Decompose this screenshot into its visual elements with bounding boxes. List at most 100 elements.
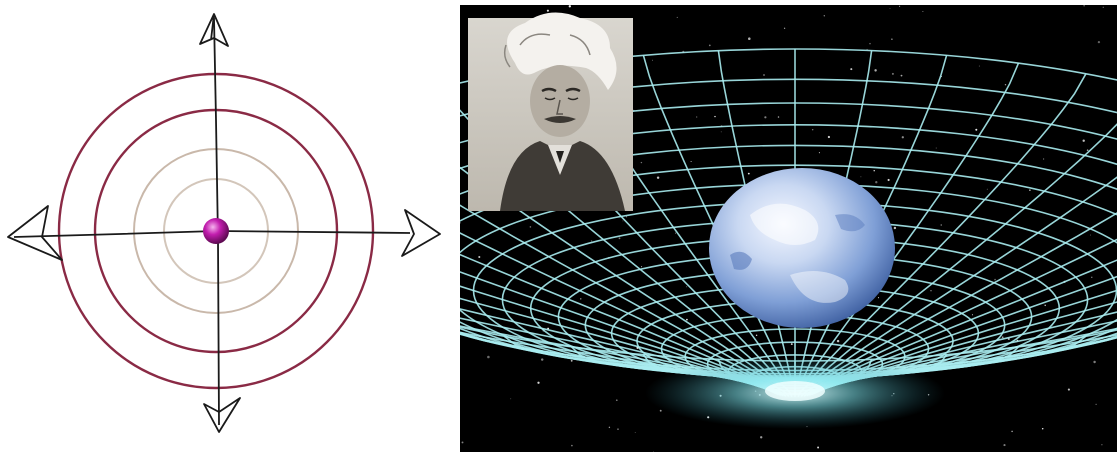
star bbox=[930, 290, 932, 292]
star bbox=[763, 74, 765, 76]
star bbox=[827, 135, 831, 139]
star bbox=[748, 37, 751, 40]
star bbox=[1101, 444, 1103, 446]
grid-spoke bbox=[460, 232, 776, 389]
star bbox=[478, 255, 481, 259]
arrow-left-icon bbox=[7, 205, 63, 261]
star bbox=[891, 72, 894, 75]
star bbox=[570, 359, 573, 362]
grid-spoke bbox=[460, 204, 778, 388]
star bbox=[1089, 234, 1091, 236]
star bbox=[656, 176, 660, 179]
star bbox=[696, 116, 698, 118]
star bbox=[783, 27, 786, 29]
star bbox=[899, 5, 901, 7]
star bbox=[615, 399, 618, 402]
star bbox=[1083, 5, 1085, 7]
grid-spoke bbox=[811, 176, 1117, 387]
grid-spoke bbox=[803, 62, 1020, 385]
star bbox=[875, 181, 878, 184]
star bbox=[1095, 403, 1097, 406]
star bbox=[1041, 427, 1044, 430]
star bbox=[986, 188, 988, 190]
star bbox=[877, 297, 880, 299]
star bbox=[708, 44, 711, 47]
star bbox=[634, 432, 636, 433]
star bbox=[608, 426, 611, 429]
star bbox=[760, 436, 763, 439]
star bbox=[874, 69, 877, 72]
star bbox=[1029, 189, 1031, 191]
grid-spoke bbox=[806, 73, 1087, 386]
star bbox=[935, 147, 937, 149]
star bbox=[1093, 360, 1096, 364]
star bbox=[460, 221, 461, 224]
star bbox=[887, 178, 890, 182]
arrow-down-icon bbox=[203, 397, 241, 433]
star bbox=[1042, 158, 1045, 160]
star bbox=[900, 74, 903, 77]
arrow-right-icon bbox=[401, 209, 441, 257]
star bbox=[891, 38, 893, 41]
star bbox=[869, 42, 871, 45]
star bbox=[971, 314, 974, 316]
star bbox=[1003, 444, 1006, 447]
star bbox=[922, 10, 924, 13]
spacetime-illustration bbox=[460, 5, 1117, 452]
grid-spoke bbox=[814, 238, 1117, 389]
star bbox=[1091, 276, 1093, 278]
star bbox=[568, 5, 571, 8]
star bbox=[626, 216, 628, 218]
horizontal-axis bbox=[13, 230, 411, 238]
star bbox=[674, 232, 676, 234]
ring-outer bbox=[57, 72, 375, 390]
star bbox=[873, 170, 875, 172]
star bbox=[686, 286, 688, 288]
star bbox=[790, 343, 793, 346]
star bbox=[940, 224, 942, 226]
star bbox=[690, 161, 692, 162]
field-diagram-panel bbox=[0, 0, 450, 452]
star bbox=[659, 409, 662, 412]
star bbox=[901, 136, 904, 139]
star bbox=[817, 446, 820, 449]
star bbox=[622, 220, 624, 222]
star bbox=[540, 358, 544, 361]
star bbox=[764, 116, 767, 119]
star bbox=[546, 9, 549, 12]
star bbox=[1067, 388, 1070, 391]
arrow-up-icon bbox=[199, 13, 229, 47]
star bbox=[823, 15, 825, 17]
star bbox=[1086, 149, 1089, 151]
star bbox=[811, 128, 814, 131]
grid-spoke bbox=[815, 259, 1117, 389]
star bbox=[978, 65, 980, 67]
star bbox=[590, 240, 593, 242]
star bbox=[975, 128, 978, 131]
star bbox=[1097, 40, 1101, 44]
star bbox=[580, 298, 582, 300]
star bbox=[755, 334, 758, 336]
star bbox=[1004, 83, 1007, 86]
earth-icon bbox=[709, 168, 895, 328]
grid-spoke bbox=[460, 253, 775, 389]
star bbox=[510, 398, 512, 400]
central-mass bbox=[203, 218, 229, 244]
grid-spoke bbox=[460, 166, 779, 387]
star bbox=[889, 8, 891, 9]
spacetime-panel bbox=[460, 5, 1117, 452]
star bbox=[651, 59, 654, 61]
star bbox=[747, 172, 750, 175]
star bbox=[686, 318, 688, 321]
star bbox=[850, 68, 853, 71]
gravity-well-core bbox=[765, 381, 825, 401]
star bbox=[860, 176, 862, 178]
star bbox=[537, 381, 540, 384]
star bbox=[618, 237, 621, 240]
star bbox=[1082, 139, 1085, 142]
star bbox=[676, 16, 678, 18]
star bbox=[893, 226, 897, 230]
star bbox=[461, 441, 464, 444]
star bbox=[836, 339, 840, 343]
